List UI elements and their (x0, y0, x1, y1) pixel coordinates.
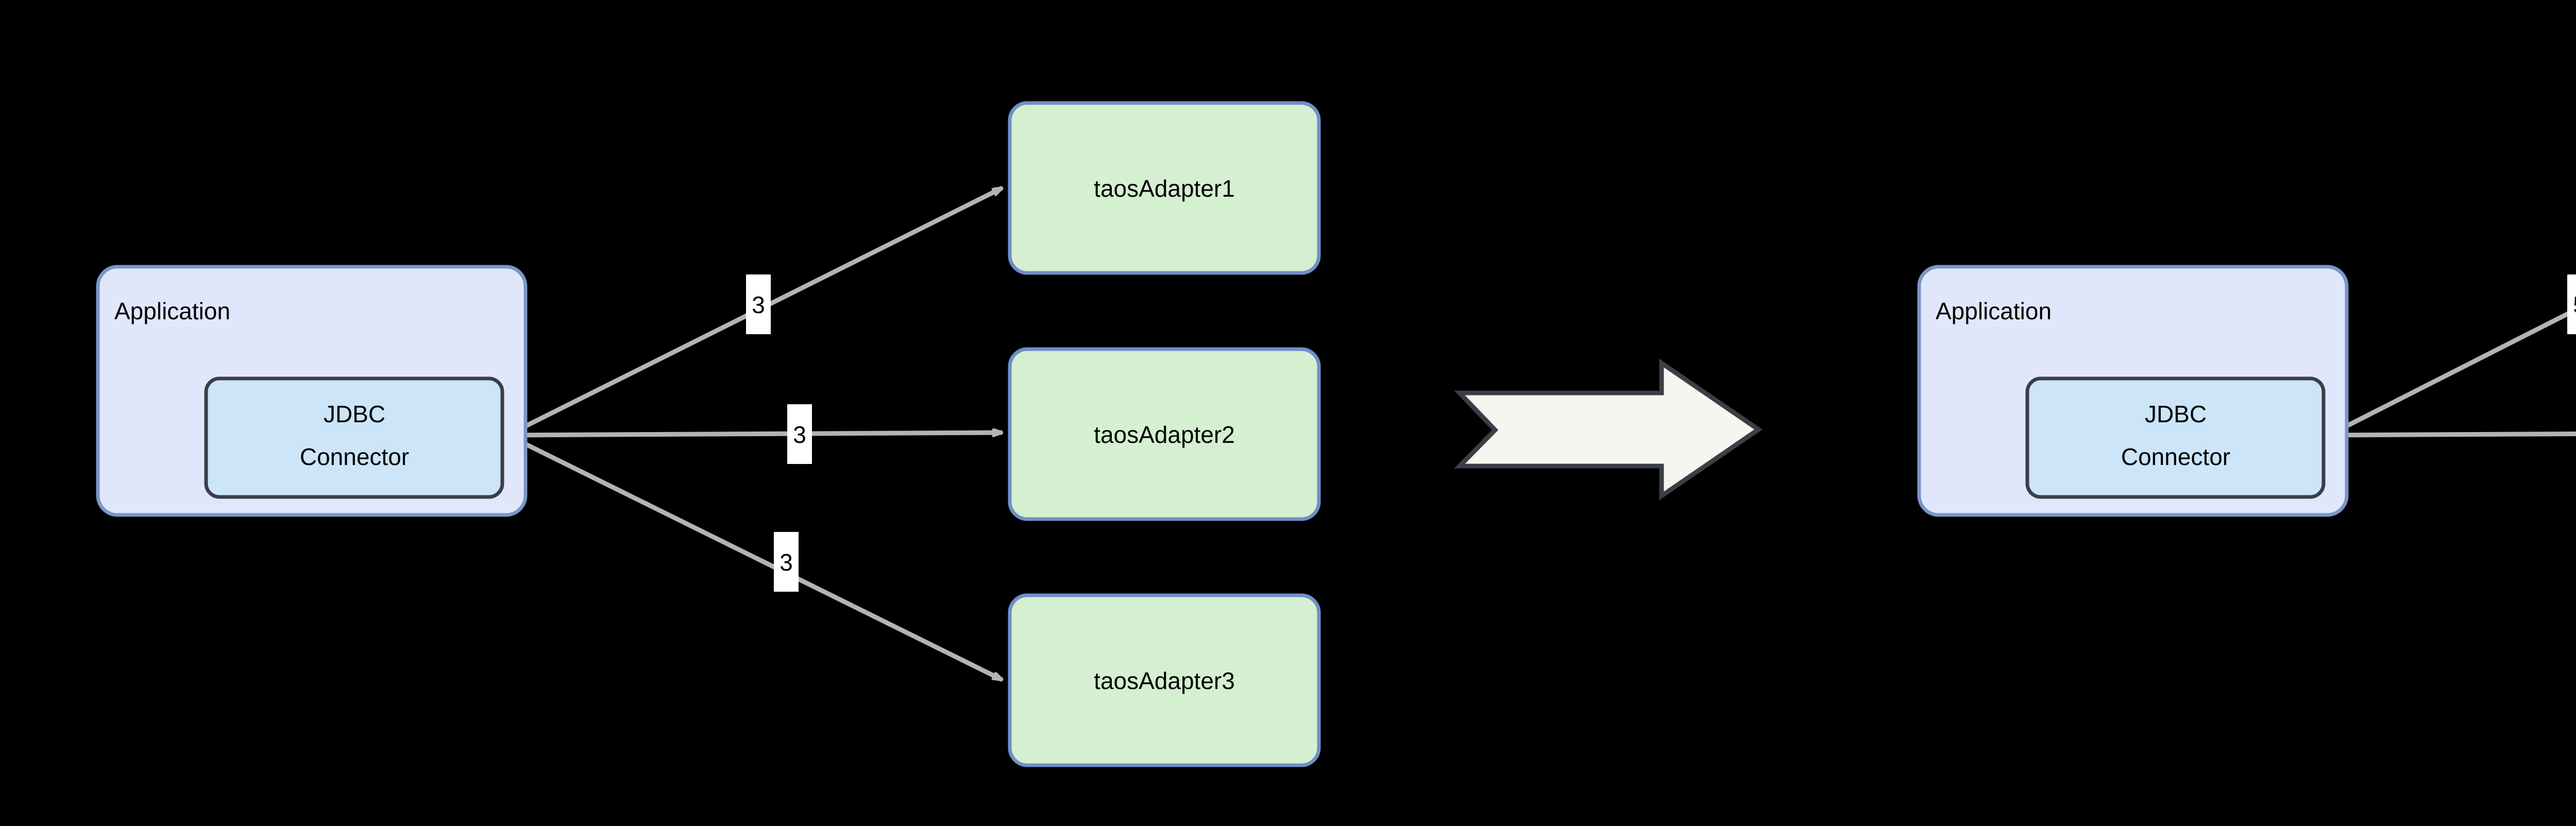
edge-label-5-text: 5 (2573, 291, 2576, 318)
after-jdbc-connector[interactable]: JDBC Connector (2025, 376, 2326, 499)
edge-label-2-text: 3 (793, 421, 806, 448)
application-group-label: Application (114, 298, 230, 324)
jdbc-connector-box-after[interactable] (2025, 376, 2326, 499)
adapter-1-box[interactable] (1008, 101, 1321, 275)
edge-label-3: 3 (774, 532, 799, 592)
after-edge-labels: 5 4 (2567, 274, 2576, 334)
edge-label-5: 5 (2567, 274, 2576, 334)
edge-connector-to-adapter2-after[interactable] (2329, 433, 2576, 435)
transition-arrow (1454, 358, 1762, 501)
before-panel: 3 3 3 Application JDBC Conn (96, 101, 1321, 767)
after-edges (2329, 188, 2576, 435)
jdbc-connector-label-line1: JDBC (324, 401, 385, 427)
jdbc-connector-label-line2: Connector (300, 443, 409, 470)
edge-label-2: 3 (787, 404, 812, 464)
adapter-1-label: taosAdapter1 (1094, 175, 1235, 202)
before-jdbc-connector[interactable]: JDBC Connector (204, 376, 504, 499)
before-adapter-2[interactable]: taosAdapter2 (1008, 347, 1321, 521)
jdbc-connector-label-line1-after: JDBC (2145, 401, 2207, 427)
edge-label-1: 3 (746, 274, 771, 334)
after-panel: 5 4 Application JDBC Connector taosAdapt… (1917, 103, 2576, 517)
edge-connector-to-adapter2[interactable] (507, 433, 1002, 435)
edge-connector-to-adapter1-after[interactable] (2329, 188, 2576, 438)
edge-label-3-text: 3 (779, 549, 793, 576)
edge-label-1-text: 3 (752, 291, 765, 318)
before-edge-labels: 3 3 3 (746, 274, 812, 592)
jdbc-connector-label-line2-after: Connector (2121, 443, 2230, 470)
adapter-2-label: taosAdapter2 (1094, 421, 1235, 448)
before-adapter-3[interactable]: taosAdapter3 (1008, 593, 1321, 767)
jdbc-connector-box[interactable] (204, 376, 504, 499)
before-edges (507, 185, 1002, 682)
before-adapter-1[interactable]: taosAdapter1 (1008, 101, 1321, 275)
adapter-3-label: taosAdapter3 (1094, 667, 1235, 694)
right-block-arrow-icon (1454, 358, 1762, 501)
application-group-label-after: Application (1936, 298, 2052, 324)
adapter-3-box[interactable] (1008, 593, 1321, 767)
edge-connector-to-adapter3[interactable] (507, 433, 1002, 682)
adapter-2-box[interactable] (1008, 347, 1321, 521)
